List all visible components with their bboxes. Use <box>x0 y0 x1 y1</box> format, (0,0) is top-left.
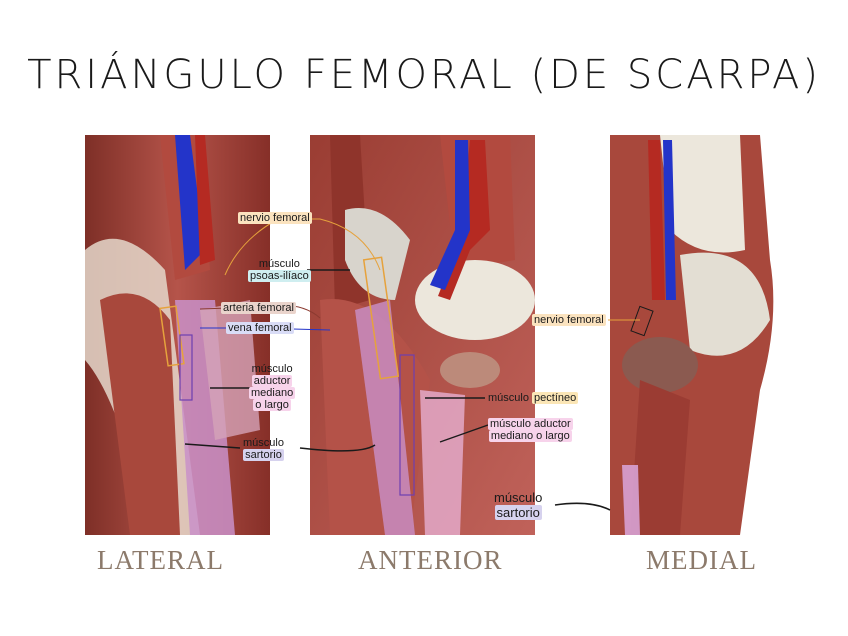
label-text: arteria femoral <box>221 302 296 314</box>
label-text: nervio femoral <box>532 314 606 326</box>
label-nervio-femoral-lateral: nervio femoral <box>238 212 312 224</box>
label-text: músculo aductor <box>488 418 573 430</box>
label-text: nervio femoral <box>238 212 312 224</box>
label-text: mediano <box>249 387 296 399</box>
femoral-artery-lateral <box>195 135 215 265</box>
medial-view-illustration <box>610 135 774 535</box>
label-text: pectíneo <box>532 392 579 404</box>
label-text: aductor <box>251 375 293 387</box>
label-vena-femoral: vena femoral <box>226 322 294 334</box>
label-aductor-anterior: músculo aductor mediano o largo <box>488 418 573 442</box>
label-text: mediano o largo <box>488 430 572 442</box>
label-aductor-lateral: músculo aductor mediano o largo <box>249 363 296 411</box>
label-text: psoas-ilíaco <box>248 270 311 282</box>
label-text: sartorio <box>243 449 284 461</box>
view-label-anterior: ANTERIOR <box>358 545 503 575</box>
label-arteria-femoral: arteria femoral <box>221 302 296 314</box>
label-text: músculo <box>251 363 293 375</box>
label-text: o largo <box>253 399 291 411</box>
label-sartorio-medial: músculo sartorio <box>494 490 542 520</box>
label-psoas-iliaco: músculo psoas-ilíaco <box>248 258 311 282</box>
label-nervio-femoral-medial: nervio femoral <box>532 314 606 326</box>
label-text: sartorio <box>494 505 542 520</box>
label-text: músculo <box>243 437 284 449</box>
lateral-view-illustration <box>85 135 270 535</box>
femoral-artery-medial <box>648 140 665 300</box>
view-label-lateral: LATERAL <box>97 545 224 575</box>
label-text: vena femoral <box>226 322 294 334</box>
femoral-vein-medial <box>663 140 676 300</box>
label-sartorio-lateral: músculo sartorio <box>243 437 284 461</box>
view-label-medial: MEDIAL <box>646 545 757 575</box>
page-title: TRIÁNGULO FEMORAL (DE SCARPA) <box>27 52 821 98</box>
label-text: músculo <box>258 258 300 270</box>
femoral-vein-lateral <box>175 135 205 270</box>
label-text: músculo <box>494 490 543 505</box>
femoral-vein-anterior <box>430 140 470 290</box>
label-pectineo: músculo pectíneo <box>488 392 579 404</box>
label-text: músculo <box>488 392 529 404</box>
anterior-view-illustration <box>310 135 535 535</box>
